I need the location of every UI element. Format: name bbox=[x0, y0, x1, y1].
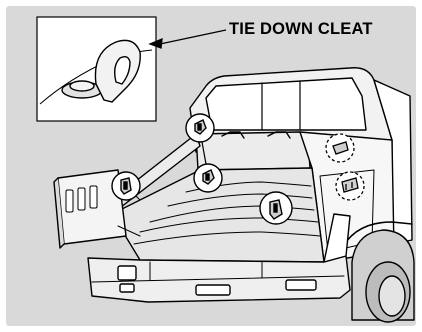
tailgate-left-cleat-marker bbox=[112, 172, 140, 200]
bed-front-left-cleat-marker bbox=[186, 114, 214, 142]
tailgate-slots bbox=[66, 186, 97, 212]
bed-rear-right-cleat-marker bbox=[260, 192, 292, 224]
inset-detail bbox=[37, 17, 156, 121]
bed-side-lower-cleat-marker bbox=[336, 172, 364, 200]
callout-leader bbox=[150, 30, 226, 48]
bed-side-upper-cleat-marker bbox=[326, 134, 354, 162]
rear-window bbox=[206, 78, 366, 130]
callout-label: TIE DOWN CLEAT bbox=[229, 20, 373, 39]
